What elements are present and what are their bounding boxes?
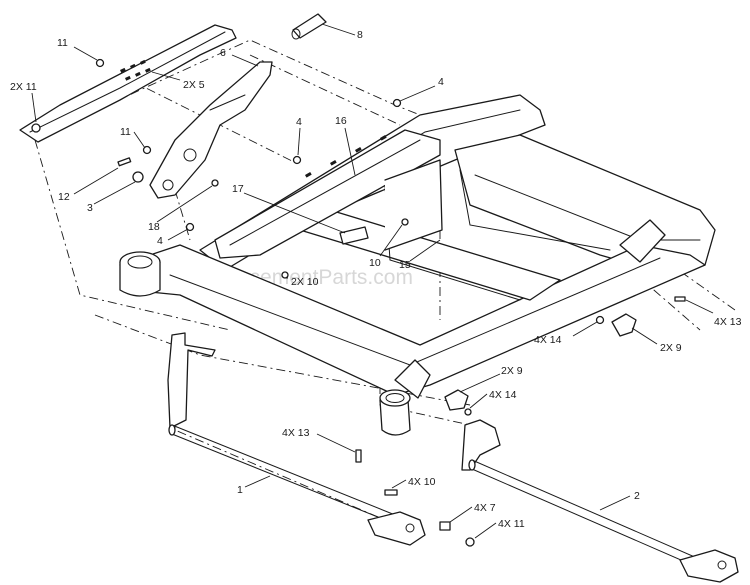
callout-10: 10 <box>369 257 381 269</box>
callout-2x9-front: 2X 9 <box>501 365 523 377</box>
callout-4x13-front: 4X 13 <box>282 427 310 439</box>
part-17-decal <box>339 226 369 245</box>
callout-3: 3 <box>87 202 93 214</box>
callout-17: 17 <box>232 183 244 195</box>
part-1-rod-assembly <box>167 332 426 546</box>
callout-2x11: 2X 11 <box>10 81 37 93</box>
callout-4x14-front: 4X 14 <box>489 389 517 401</box>
callout-11: 11 <box>57 37 68 49</box>
callout-15: 15 <box>399 259 411 271</box>
callout-2x10: 2X 10 <box>291 276 319 288</box>
callout-1: 1 <box>237 484 243 496</box>
part-2-rod-assembly <box>461 419 739 583</box>
callout-6: 6 <box>220 47 226 59</box>
callout-8: 8 <box>357 29 363 41</box>
hardware <box>31 58 686 547</box>
callout-11-arm: 11 <box>120 126 131 138</box>
callout-4x14-right: 4X 14 <box>534 334 562 346</box>
callout-4-left: 4 <box>157 235 163 247</box>
part-6-arm <box>149 61 273 199</box>
callout-4x11: 4X 11 <box>498 518 525 530</box>
callout-4-top: 4 <box>438 76 444 88</box>
callout-labels: 11 2X 11 2X 5 6 8 4 4 16 11 12 3 18 17 4… <box>10 29 742 530</box>
callout-2: 2 <box>634 490 640 502</box>
part-15-bracket <box>384 159 443 251</box>
callout-4-mid: 4 <box>296 116 302 128</box>
callout-12: 12 <box>58 191 70 203</box>
callout-16: 16 <box>335 115 347 127</box>
callout-4x10: 4X 10 <box>408 476 436 488</box>
callout-2x9-right: 2X 9 <box>660 342 682 354</box>
part-16-plate <box>214 129 441 259</box>
callout-4x7: 4X 7 <box>474 502 496 514</box>
callout-2x5: 2X 5 <box>183 79 205 91</box>
part-8-grip <box>291 13 327 40</box>
callout-18: 18 <box>148 221 160 233</box>
callout-4x13-right: 4X 13 <box>714 316 742 328</box>
leader-lines <box>31 23 714 539</box>
part-5-side-plate <box>19 24 237 143</box>
